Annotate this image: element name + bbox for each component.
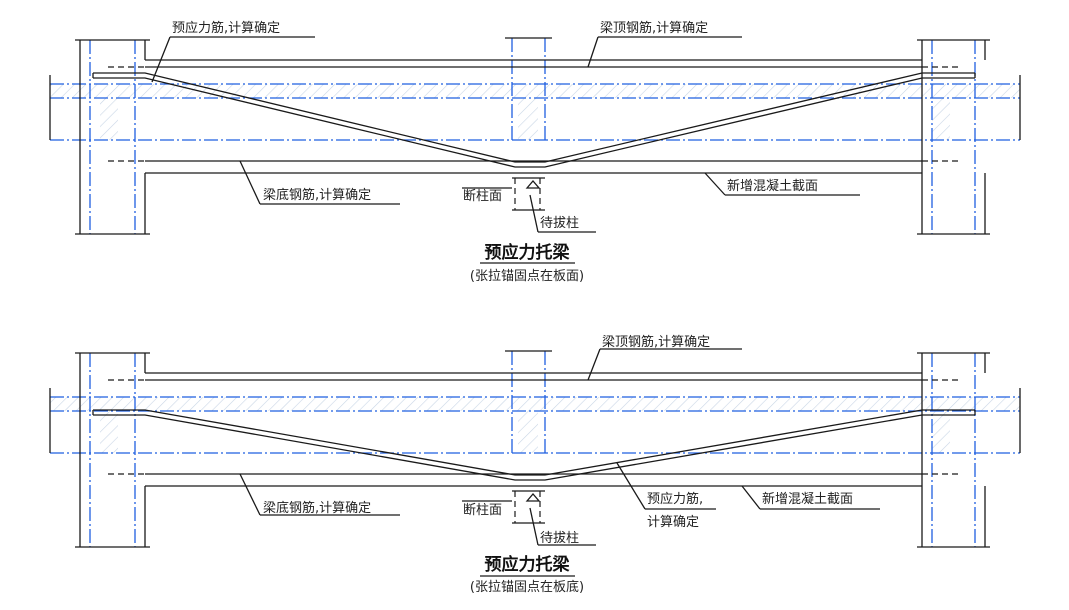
diagram-subtitle: (张拉锚固点在板面) bbox=[470, 269, 584, 284]
existing-beam-hatch-right bbox=[932, 411, 950, 453]
column-hatch-mid bbox=[518, 98, 538, 140]
top-rebar-label: 梁顶钢筋,计算确定 bbox=[600, 20, 708, 36]
new-section-leader bbox=[741, 485, 761, 510]
tendon-leader bbox=[616, 462, 646, 510]
existing-beam-hatch-left bbox=[100, 98, 118, 140]
tendon-label-line1: 预应力筋, bbox=[647, 491, 703, 507]
column-hatch-mid bbox=[518, 411, 538, 453]
tendon-leader bbox=[151, 36, 171, 83]
bottom-rebar-leader bbox=[239, 473, 261, 516]
bottom-rebar-label: 梁底钢筋,计算确定 bbox=[263, 500, 371, 516]
cut-face-label: 断柱面 bbox=[463, 503, 502, 518]
new-section-leader bbox=[704, 172, 726, 196]
new-section-label: 新增混凝土截面 bbox=[727, 178, 818, 194]
prestress-tendon bbox=[93, 77, 975, 168]
slab-hatch bbox=[50, 84, 1020, 98]
diagram-bottom-labels: 梁顶钢筋,计算确定 梁底钢筋,计算确定 预应力筋, 计算确定 新增混凝土截面 断… bbox=[263, 334, 853, 595]
cut-face-triangle bbox=[525, 493, 541, 502]
bottom-rebar-label: 梁底钢筋,计算确定 bbox=[263, 187, 371, 203]
prestress-tendon bbox=[93, 414, 975, 481]
diagram-title: 预应力托梁 bbox=[485, 242, 571, 263]
prestress-tendon bbox=[93, 72, 975, 163]
cut-face-triangle bbox=[525, 180, 541, 189]
tendon-label-line2: 计算确定 bbox=[647, 515, 699, 530]
existing-beam-hatch-left bbox=[100, 411, 118, 453]
top-rebar-leader bbox=[587, 348, 601, 381]
diagram-top-labels: 预应力筋,计算确定 梁顶钢筋,计算确定 梁底钢筋,计算确定 新增混凝土截面 断柱… bbox=[172, 20, 818, 284]
top-rebar-leader bbox=[587, 36, 599, 68]
diagram-subtitle: (张拉锚固点在板底) bbox=[470, 579, 584, 595]
diagram-bottom-geometry bbox=[49, 348, 1021, 577]
tendon-label: 预应力筋,计算确定 bbox=[172, 20, 280, 36]
new-section-label: 新增混凝土截面 bbox=[762, 491, 853, 507]
column-leader bbox=[529, 194, 539, 233]
column-to-remove-label: 待拔柱 bbox=[540, 216, 579, 231]
diagram-top-geometry bbox=[49, 36, 1021, 264]
diagram-title: 预应力托梁 bbox=[485, 554, 571, 575]
column-to-remove-label: 待拔柱 bbox=[540, 531, 579, 546]
bottom-rebar-leader bbox=[239, 160, 261, 205]
column-leader bbox=[529, 507, 539, 546]
prestress-tendon bbox=[93, 409, 975, 476]
cut-face-label: 断柱面 bbox=[463, 189, 502, 204]
top-rebar-label: 梁顶钢筋,计算确定 bbox=[602, 334, 710, 350]
slab-hatch bbox=[50, 397, 1020, 411]
existing-beam-hatch-right bbox=[932, 98, 950, 140]
